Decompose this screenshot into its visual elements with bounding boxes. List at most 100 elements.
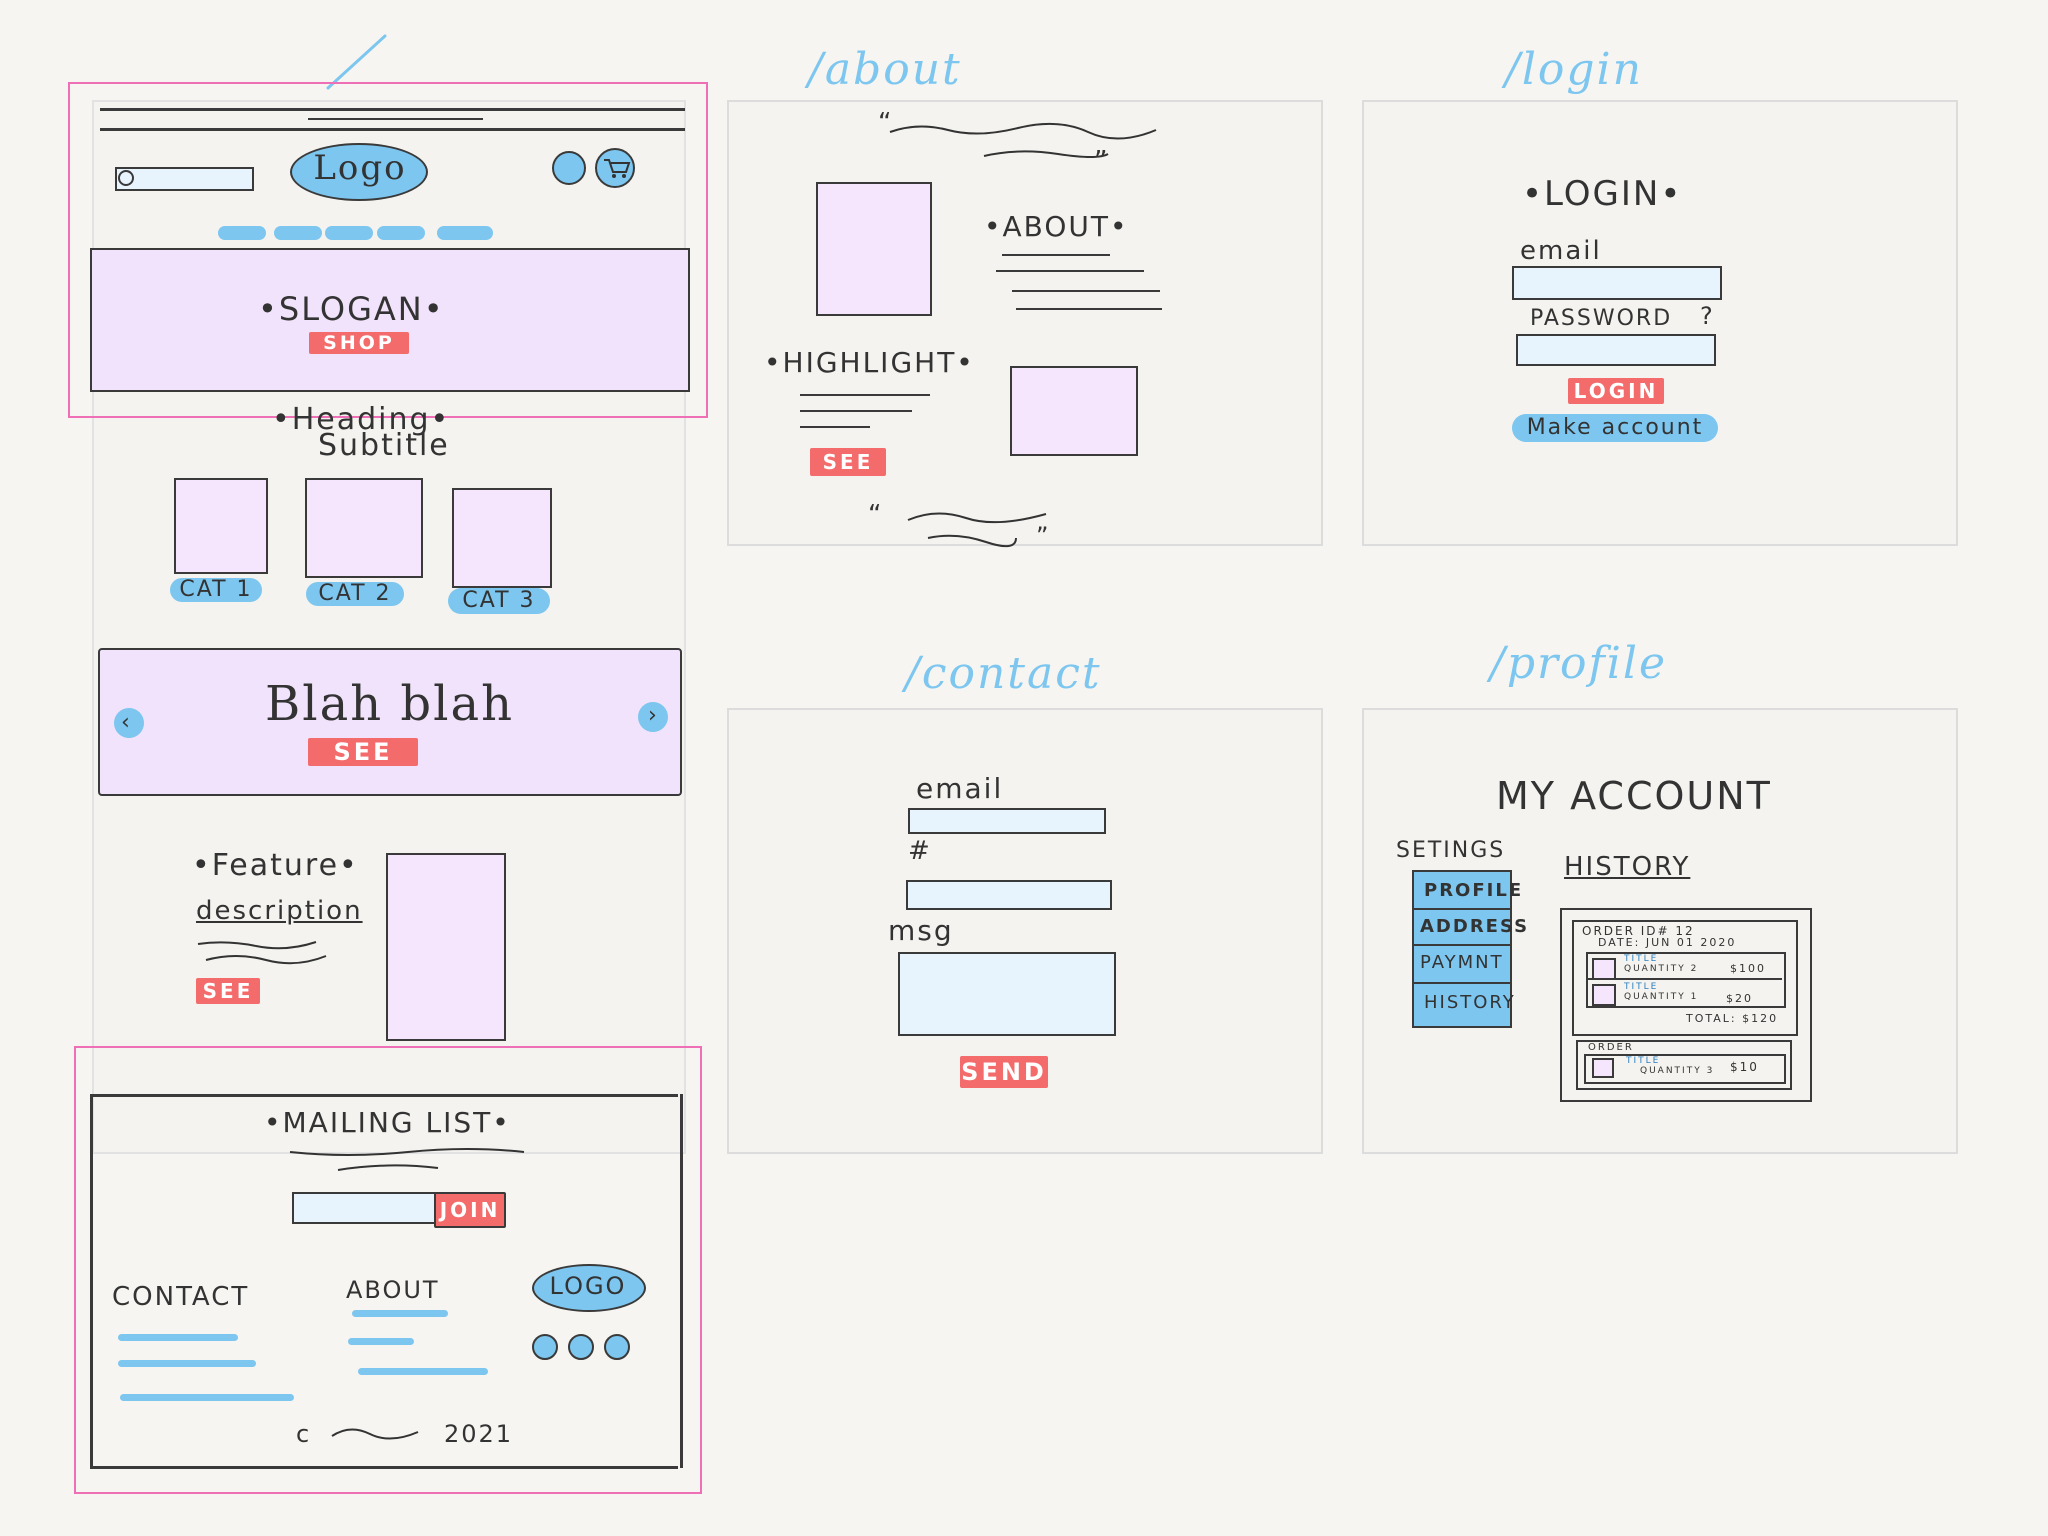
chevron-left-icon: ‹ [121,710,130,735]
carousel-prev-button[interactable] [114,708,144,738]
footer-logo[interactable] [532,1264,646,1312]
login-page-panel [1362,100,1958,546]
category-image-3[interactable] [452,488,552,588]
footer-contact-link-2[interactable] [118,1360,256,1367]
carousel-see-button[interactable]: SEE [308,738,418,766]
order2-item1-price: $10 [1730,1060,1759,1074]
login-email-input[interactable] [1512,266,1722,300]
make-account-link[interactable]: Make account [1512,414,1718,442]
order-history-container [1560,908,1812,1102]
order1-total: TOTAL: $120 [1686,1012,1779,1025]
order1-date: DATE: JUN 01 2020 [1598,936,1737,949]
about-see-button[interactable]: SEE [810,448,886,476]
about-text-line-2 [996,270,1144,272]
about-quote2-open: “ [868,500,884,530]
route-about-label: /about [808,44,962,95]
hero-banner [90,248,690,392]
order1-id: ORDER ID# 12 [1582,924,1695,938]
menu-item-payment[interactable]: PAYMNT [1420,952,1504,973]
order1-item1-title: TITLE [1624,954,1659,964]
social-icon-1[interactable] [532,1334,558,1360]
footer-top-line [90,1094,678,1097]
order1-item2-thumb [1592,984,1616,1006]
settings-label: SETINGS [1396,838,1506,863]
menu-divider-3 [1412,982,1510,984]
footer-logo-text: LOGO [549,1272,627,1300]
footer-about-heading: ABOUT [346,1276,440,1304]
nav-item-4[interactable] [377,226,425,240]
category-image-1[interactable] [174,478,268,574]
logo-text: Logo [313,148,407,188]
category-label-3[interactable]: CAT 3 [448,588,550,614]
about-quote-close: ” [1094,146,1110,176]
contact-msg-label: msg [888,914,954,947]
order2-items-box [1584,1054,1786,1084]
menu-item-address[interactable]: ADDRESS [1420,916,1530,937]
nav-item-3[interactable] [325,226,373,240]
footer-right-border [680,1094,683,1468]
order2-id: ORDER [1588,1042,1634,1053]
section-heading: •Heading• [272,402,451,437]
route-contact-label: /contact [905,648,1102,699]
category-image-2[interactable] [305,478,423,578]
category-label-2[interactable]: CAT 2 [306,582,404,606]
feature-title: •Feature• [192,848,359,883]
social-icon-3[interactable] [604,1334,630,1360]
logo[interactable] [290,143,428,201]
hero-slogan: •SLOGAN• [258,290,445,328]
order1-item2-title: TITLE [1624,982,1659,992]
footer-about-link-2[interactable] [348,1338,414,1345]
nav-item-5[interactable] [437,226,493,240]
about-text-line-4 [1016,308,1162,310]
nav-item-2[interactable] [274,226,322,240]
order1-item2-qty: QUANTITY 1 [1624,992,1699,1002]
about-text-line-1 [1002,254,1110,256]
about-quote-open: “ [878,108,894,138]
footer-contact-link-3[interactable] [120,1394,294,1401]
shop-button[interactable]: SHOP [309,332,409,354]
login-password-input[interactable] [1516,334,1716,366]
footer-about-link-1[interactable] [352,1310,448,1317]
header-short-line [308,118,483,120]
settings-menu [1412,870,1512,1028]
order-card-2[interactable] [1576,1040,1792,1090]
footer-contact-link-1[interactable] [118,1334,238,1341]
mailing-scribble [289,1148,525,1171]
highlight-frame-top [68,82,708,418]
menu-item-profile[interactable]: PROFILE [1424,880,1524,901]
carousel-next-button[interactable] [638,702,668,732]
forgot-password-icon[interactable]: ? [1700,302,1715,330]
order2-item1-title: TITLE [1626,1056,1661,1066]
chevron-right-icon: › [648,703,657,728]
login-submit-button[interactable]: LOGIN [1568,378,1664,404]
order-card-1[interactable] [1572,920,1798,1036]
join-button[interactable]: JOIN [434,1192,506,1228]
order1-item1-price: $100 [1730,962,1766,975]
footer-left-border [90,1094,93,1468]
contact-email-input[interactable] [908,808,1106,834]
search-input[interactable] [115,167,254,191]
feature-see-button[interactable]: SEE [196,978,260,1004]
contact-number-input[interactable] [906,880,1112,910]
login-title: •LOGIN• [1522,174,1683,214]
footer-about-link-3[interactable] [358,1368,488,1375]
contact-email-label: email [916,772,1004,805]
header-top-line [100,108,685,111]
order1-item-divider [1586,978,1782,980]
social-icon-2[interactable] [568,1334,594,1360]
about-quote-scribble [889,122,1157,158]
carousel-banner [98,648,682,796]
about-quote2-scribble [907,512,1047,548]
contact-message-textarea[interactable] [898,952,1116,1036]
menu-divider-1 [1412,908,1510,910]
menu-item-history[interactable]: HISTORY [1424,992,1516,1013]
login-password-label: PASSWORD [1530,306,1673,331]
user-icon[interactable] [552,151,586,185]
about-title: •ABOUT• [984,210,1129,243]
contact-send-button[interactable]: SEND [960,1056,1048,1088]
order1-item1-thumb [1592,958,1616,980]
feature-description: description [196,896,363,926]
nav-item-1[interactable] [218,226,266,240]
contact-number-label: # [908,836,932,866]
category-label-1[interactable]: CAT 1 [170,578,262,602]
